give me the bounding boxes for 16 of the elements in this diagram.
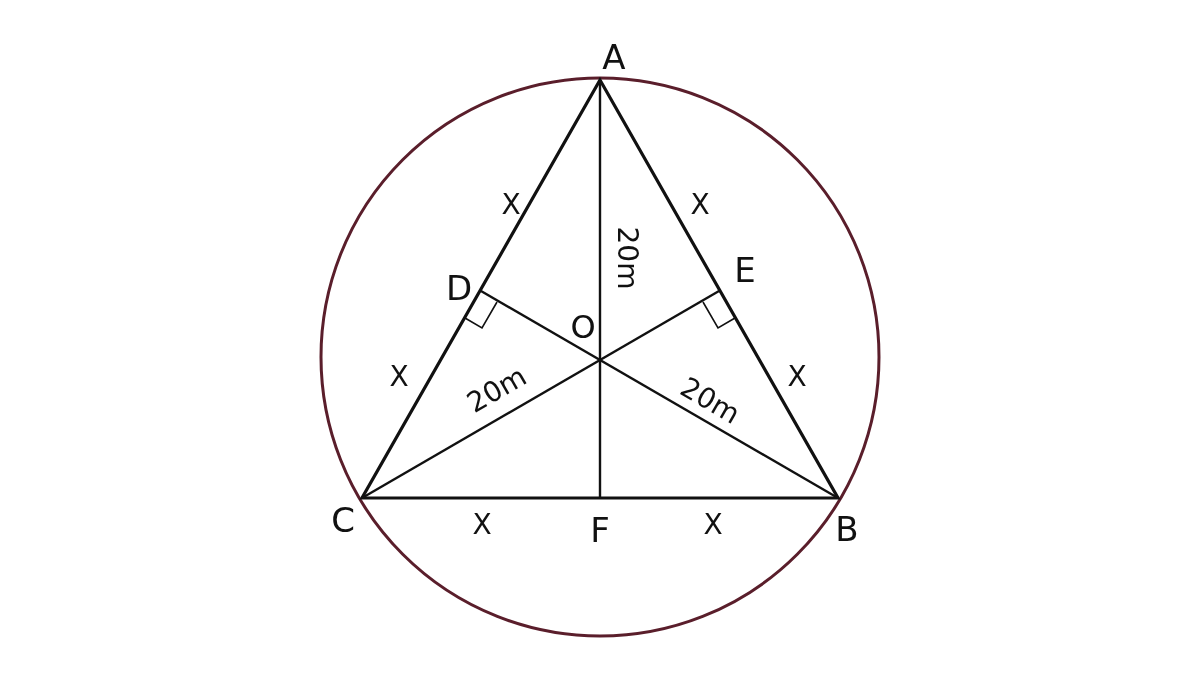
side-label: X — [501, 191, 521, 219]
dimension-label: 20m — [613, 226, 641, 290]
point-label: E — [734, 253, 756, 287]
vertex-label: A — [602, 40, 626, 74]
vertex-label: B — [835, 512, 859, 546]
vertex-label: C — [331, 503, 355, 537]
dimension-label: 20m — [462, 362, 532, 418]
side-label: X — [787, 363, 807, 391]
side-label: X — [389, 363, 409, 391]
side-label: X — [472, 511, 492, 539]
point-label: D — [445, 271, 473, 305]
dimension-label: 20m — [675, 373, 745, 429]
point-label: F — [590, 513, 610, 547]
side-label: X — [703, 511, 723, 539]
side-label: X — [690, 191, 710, 219]
point-label: O — [570, 311, 596, 343]
